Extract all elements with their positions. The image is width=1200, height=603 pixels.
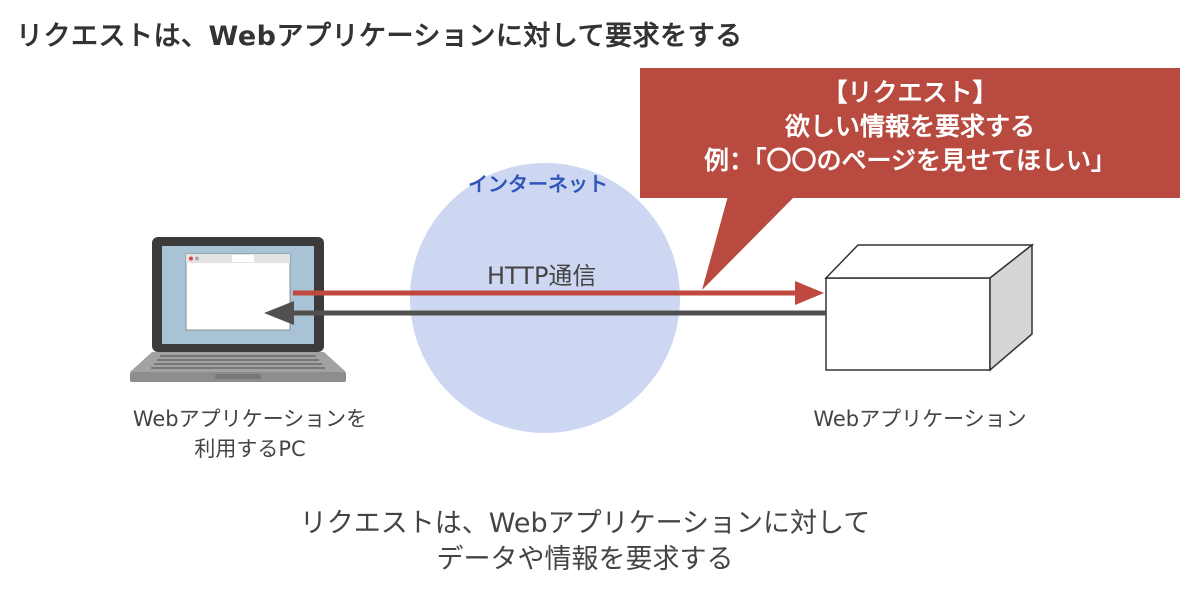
internet-circle bbox=[410, 163, 680, 433]
http-label: HTTP通信 bbox=[487, 262, 597, 290]
response-arrow bbox=[264, 301, 826, 325]
caption-line1: リクエストは、Webアプリケーションに対して bbox=[299, 508, 871, 539]
laptop-icon bbox=[130, 237, 346, 382]
caption: リクエストは、Webアプリケーションに対して データや情報を要求する bbox=[0, 506, 1170, 578]
pc-label: Webアプリケーションを 利用するPC bbox=[100, 404, 400, 464]
pc-label-line1: Webアプリケーションを bbox=[132, 407, 368, 431]
page-title: リクエストは、Webアプリケーションに対して要求をする bbox=[16, 21, 743, 52]
callout-text: 【リクエスト】 欲しい情報を要求する 例：「〇〇のページを見せてほしい」 bbox=[640, 76, 1180, 178]
callout-example: 例：「〇〇のページを見せてほしい」 bbox=[703, 146, 1116, 175]
request-callout bbox=[640, 68, 1180, 290]
server-box-icon bbox=[824, 243, 1035, 372]
callout-heading: 【リクエスト】 bbox=[822, 78, 998, 107]
pc-label-line2: 利用するPC bbox=[194, 437, 306, 461]
callout-description: 欲しい情報を要求する bbox=[784, 112, 1035, 141]
web-app-label: Webアプリケーション bbox=[813, 407, 1027, 431]
request-arrow bbox=[293, 281, 824, 305]
caption-line2: データや情報を要求する bbox=[436, 544, 734, 575]
internet-label: インターネット bbox=[468, 172, 608, 196]
